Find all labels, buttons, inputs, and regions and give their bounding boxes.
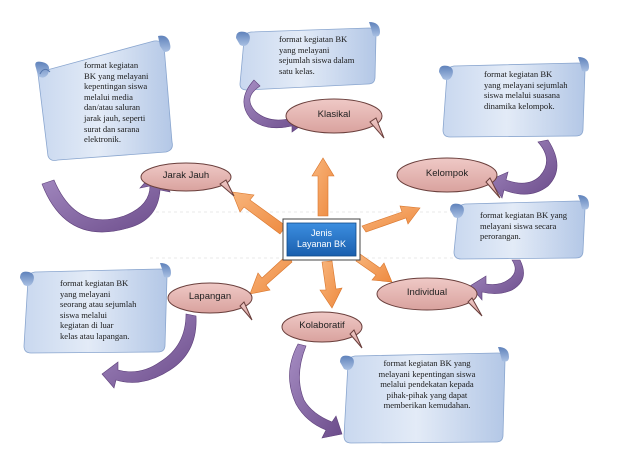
node-label-kelompok: Kelompok — [425, 168, 469, 179]
node-label-lapangan: Lapangan — [188, 291, 232, 302]
scroll-klasikal — [236, 22, 380, 91]
bubble-jarak-jauh — [140, 162, 235, 197]
node-label-klasikal: Klasikal — [317, 109, 351, 120]
bubble-klasikal — [285, 98, 385, 139]
center-box — [282, 218, 361, 261]
scroll-lapangan — [20, 263, 171, 354]
straight-arrows — [231, 157, 421, 309]
arrow-to-kolaboratif — [319, 260, 343, 309]
bubble-kolaboratif — [281, 311, 363, 349]
curved-arrow-lapangan — [101, 313, 197, 389]
arrow-to-individual — [355, 253, 393, 283]
curved-arrow-kelompok — [489, 139, 558, 199]
node-label-kolaboratif: Kolaboratif — [299, 320, 345, 331]
description-klasikal: format kegiatan BK yang melayani sejumla… — [279, 34, 355, 76]
curved-arrow-kolaboratif — [289, 343, 343, 439]
curved-arrow-jarak-jauh — [41, 167, 171, 233]
arrow-to-klasikal — [311, 157, 335, 217]
node-label-individual: Individual — [406, 287, 448, 298]
scroll-kelompok — [439, 57, 589, 138]
bubble-lapangan — [167, 282, 253, 321]
curved-arrow-individual — [469, 259, 524, 301]
arrow-to-jarak-jauh — [231, 191, 287, 235]
arrow-to-kelompok — [361, 205, 421, 233]
description-kolaboratif: format kegiatan BK yang melayani kepenti… — [378, 358, 476, 411]
scroll-kolaboratif — [340, 347, 509, 444]
bubble-individual — [376, 277, 483, 317]
arrow-to-lapangan — [249, 253, 293, 295]
bubble-kelompok — [396, 157, 501, 199]
scroll-jarak-jauh — [35, 35, 173, 161]
node-label-jarak-jauh: Jarak Jauh — [162, 170, 210, 181]
center-label: Jenis Layanan BK — [296, 228, 347, 249]
scroll-individual — [450, 195, 589, 260]
description-individual: format kegiatan BK yang melayani siswa s… — [480, 210, 568, 242]
description-jarak-jauh: format kegiatan BK yang melayani kepenti… — [84, 60, 149, 145]
description-lapangan: format kegiatan BK yang melayani seorang… — [60, 278, 137, 341]
description-kelompok: format kegiatan BK yang melayani sejumla… — [484, 69, 568, 111]
